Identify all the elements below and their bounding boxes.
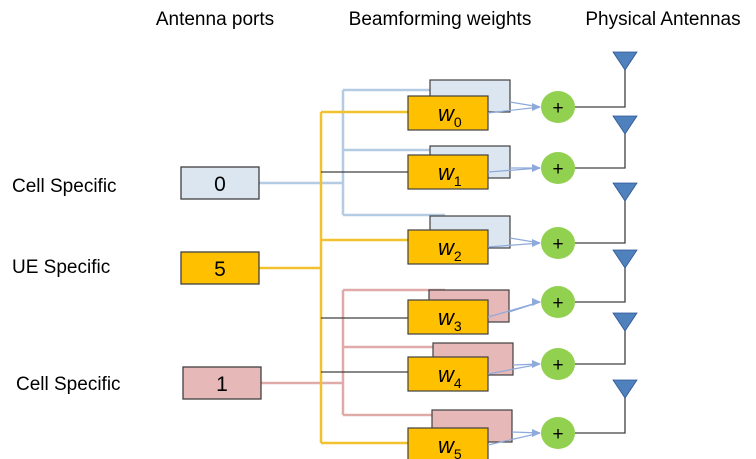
- header-physical-antennas: Physical Antennas: [585, 9, 740, 30]
- arrow-head-4: [532, 360, 541, 368]
- arrow-head-3: [532, 298, 541, 306]
- arrow-line-1-0: [487, 167, 541, 173]
- header-beamforming-weights: Beamforming weights: [349, 9, 532, 30]
- combiner-symbol-5: +: [552, 424, 563, 445]
- antenna-icon-5: [612, 379, 638, 399]
- combiner-2: [541, 227, 575, 259]
- antenna-feed-1: [575, 132, 626, 169]
- port-value-5: 5: [214, 258, 226, 281]
- arrow-head-5: [532, 429, 541, 437]
- header-antenna-ports: Antenna ports: [156, 9, 274, 30]
- combiner-symbol-3: +: [552, 293, 563, 314]
- combiner-4: [541, 348, 575, 380]
- antenna-icon-3: [612, 249, 638, 269]
- combiner-5: [541, 417, 575, 449]
- port-label-cell-specific-1: Cell Specific: [16, 374, 121, 395]
- antenna-icon-4: [612, 312, 638, 332]
- arrow-head-1: [532, 164, 541, 172]
- weight-box-2: [407, 229, 489, 265]
- antenna-feed-3: [575, 266, 626, 303]
- antenna-feed-5: [575, 396, 626, 434]
- combiner-1: [541, 152, 575, 184]
- combiner-0: [541, 91, 575, 123]
- arrow-line-2-0: [487, 242, 541, 248]
- weight-box-3: [407, 299, 489, 335]
- antenna-feed-4: [575, 329, 626, 365]
- weight-box-5: [407, 427, 489, 459]
- combiner-symbol-0: +: [552, 98, 563, 119]
- arrow-line-0-0: [487, 106, 541, 114]
- antenna-icon-0: [612, 51, 638, 71]
- port-label-cell-specific-0: Cell Specific: [12, 176, 117, 197]
- wires: [259, 88, 445, 445]
- arrow-head-2: [532, 239, 541, 247]
- antenna-feed-2: [575, 199, 626, 244]
- port-value-1: 1: [216, 373, 228, 396]
- port-value-0: 0: [214, 173, 226, 196]
- combiner-symbol-4: +: [552, 355, 563, 376]
- port-box-0: [180, 166, 260, 200]
- antenna-icon-1: [612, 115, 638, 135]
- arrow-head-0: [532, 103, 541, 111]
- port-box-5: [180, 251, 260, 285]
- antenna-feed-0: [575, 68, 626, 108]
- arrow-line-4-0: [487, 363, 541, 375]
- combiner-3: [541, 286, 575, 318]
- arrow-line-5-0: [487, 432, 541, 446]
- combiner-symbol-2: +: [552, 234, 563, 255]
- combiner-symbol-1: +: [552, 159, 563, 180]
- port-box-1: [182, 366, 262, 400]
- port-label-ue-specific-5: UE Specific: [12, 257, 110, 278]
- weight-box-1: [407, 154, 489, 190]
- antenna-icon-2: [612, 182, 638, 202]
